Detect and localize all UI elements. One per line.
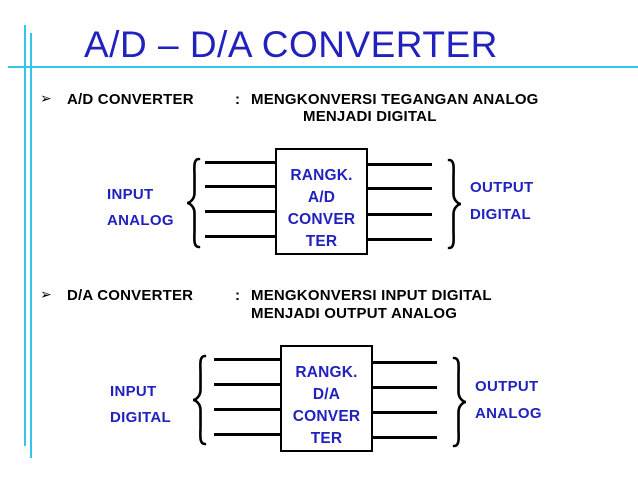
converter-box-ad: RANGK. A/D CONVER TER: [275, 148, 368, 255]
slide-title: A/D – D/A CONVERTER: [84, 24, 498, 65]
accent-vertical-line-left: [24, 25, 26, 446]
bullet-definition-line2: MENJADI OUTPUT ANALOG: [251, 305, 458, 322]
bullet-colon: :: [235, 287, 241, 304]
signal-line: [205, 210, 275, 213]
signal-line: [368, 187, 432, 190]
signal-line: [205, 185, 275, 188]
converter-box-label-line: TER: [310, 430, 343, 447]
title-underline: [8, 66, 638, 68]
converter-box-label-line: RANGK.: [290, 167, 353, 184]
bullet-term: A/D CONVERTER: [67, 91, 194, 108]
converter-box-label-line: A/D: [307, 189, 336, 206]
bullet-definition-line2: MENJADI DIGITAL: [303, 108, 437, 125]
diagram1-output-label-line2: DIGITAL: [470, 206, 531, 223]
signal-line: [368, 238, 432, 241]
bullet-definition-line1: MENGKONVERSI TEGANGAN ANALOG: [251, 91, 539, 108]
bullet-term: D/A CONVERTER: [67, 287, 194, 304]
converter-box-label-line: D/A: [312, 386, 341, 403]
bullet-arrow-icon: ➢: [40, 90, 52, 106]
converter-box-label-line: CONVER: [292, 408, 361, 425]
diagram1-output-label-line1: OUTPUT: [470, 179, 534, 196]
diagram1-input-label-line1: INPUT: [107, 186, 154, 203]
converter-box-label-line: TER: [305, 233, 338, 250]
diagram2-input-label-line1: INPUT: [110, 383, 157, 400]
diagram2-output-label-line2: ANALOG: [475, 405, 542, 422]
signal-line: [373, 386, 437, 389]
left-brace-icon: [192, 354, 207, 446]
signal-line: [214, 408, 281, 411]
bullet-arrow-icon: ➢: [40, 286, 52, 302]
right-brace-icon: [447, 158, 462, 250]
left-brace-icon: [186, 157, 201, 249]
right-brace-icon: [452, 356, 467, 448]
bullet-colon: :: [235, 91, 241, 108]
diagram1-input-label-line2: ANALOG: [107, 212, 174, 229]
signal-line: [205, 235, 275, 238]
signal-line: [368, 163, 432, 166]
bullet-definition-line1: MENGKONVERSI INPUT DIGITAL: [251, 287, 492, 304]
signal-line: [214, 433, 281, 436]
converter-box-da: RANGK. D/A CONVER TER: [280, 345, 373, 452]
signal-line: [373, 411, 437, 414]
diagram2-input-label-line2: DIGITAL: [110, 409, 171, 426]
converter-box-label-line: RANGK.: [295, 364, 358, 381]
signal-line: [368, 213, 432, 216]
diagram2-output-label-line1: OUTPUT: [475, 378, 539, 395]
signal-line: [373, 361, 437, 364]
signal-line: [373, 436, 437, 439]
signal-line: [205, 161, 275, 164]
signal-line: [214, 358, 281, 361]
signal-line: [214, 383, 281, 386]
accent-vertical-line-right: [30, 33, 32, 458]
converter-box-label-line: CONVER: [287, 211, 356, 228]
